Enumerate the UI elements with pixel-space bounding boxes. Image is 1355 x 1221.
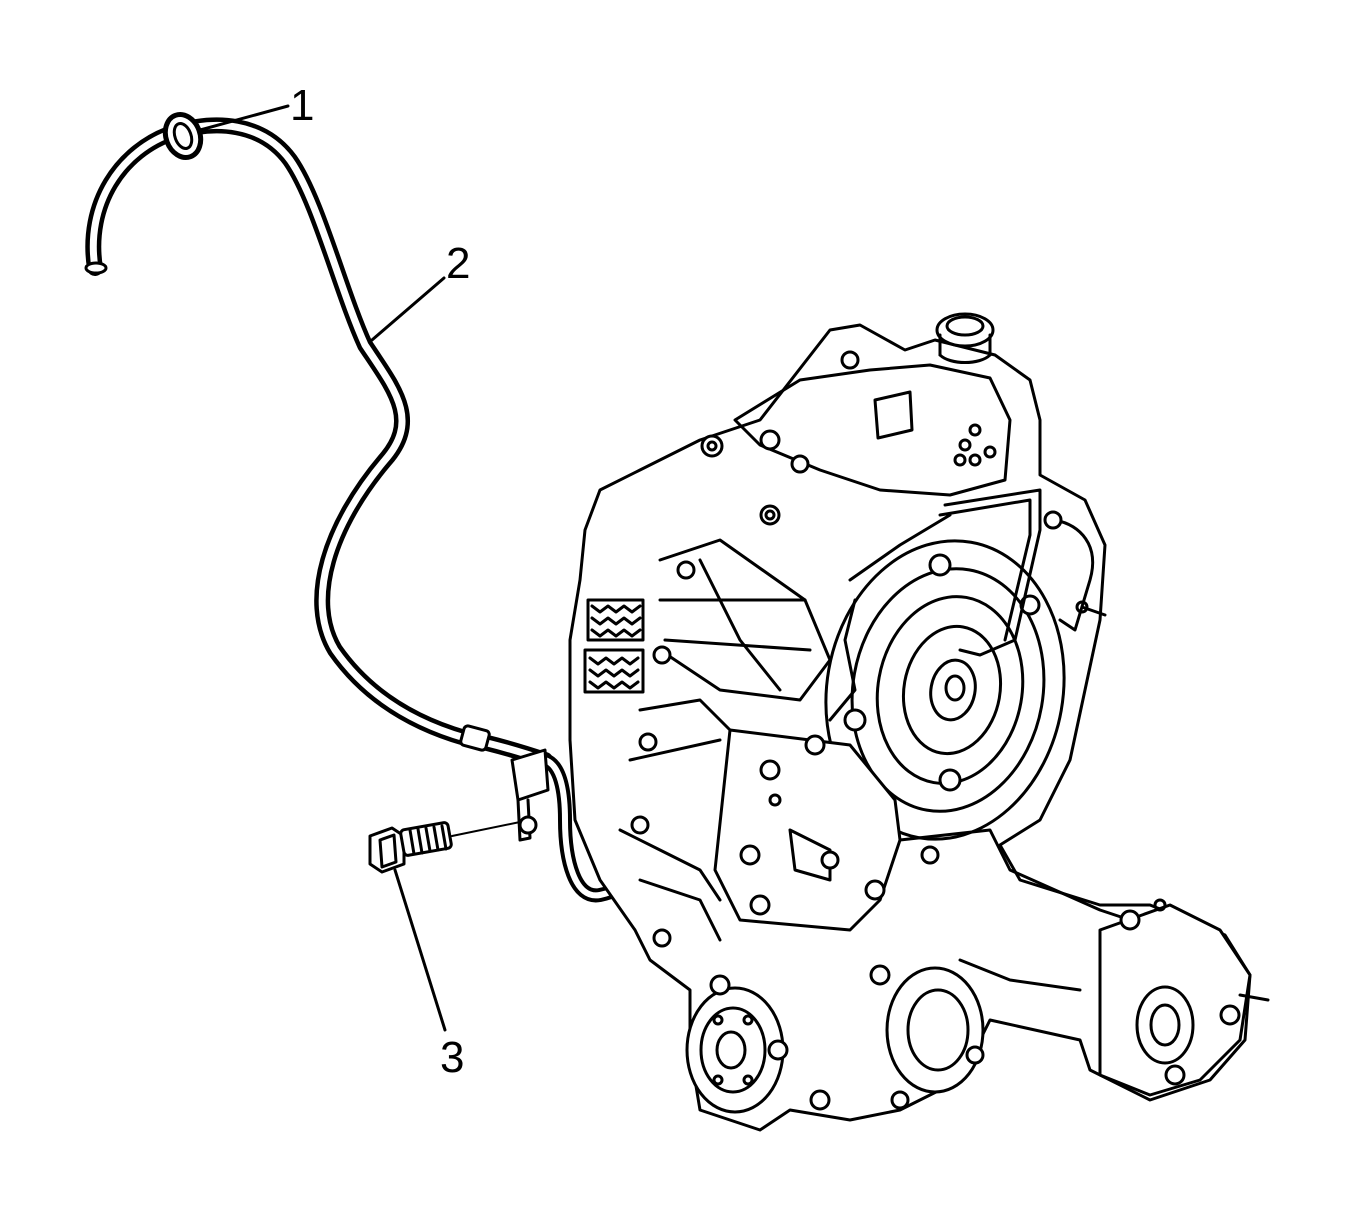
differential-housing — [864, 828, 1132, 1110]
leader-line-3 — [393, 868, 447, 1032]
clamp-ring — [162, 112, 204, 160]
transmission-assembly — [568, 312, 1270, 1132]
leader-lines — [198, 104, 447, 1032]
right-output-flange — [1098, 898, 1270, 1097]
leader-line-2 — [370, 276, 446, 342]
callout-1: 1 — [290, 81, 315, 130]
left-output-flange — [685, 974, 831, 1114]
hose-bracket — [510, 748, 550, 842]
bolt — [368, 821, 521, 874]
callout-3: 3 — [440, 1033, 465, 1082]
leader-line-1 — [198, 104, 290, 132]
side-grill — [583, 598, 645, 694]
callout-2: 2 — [446, 239, 471, 288]
